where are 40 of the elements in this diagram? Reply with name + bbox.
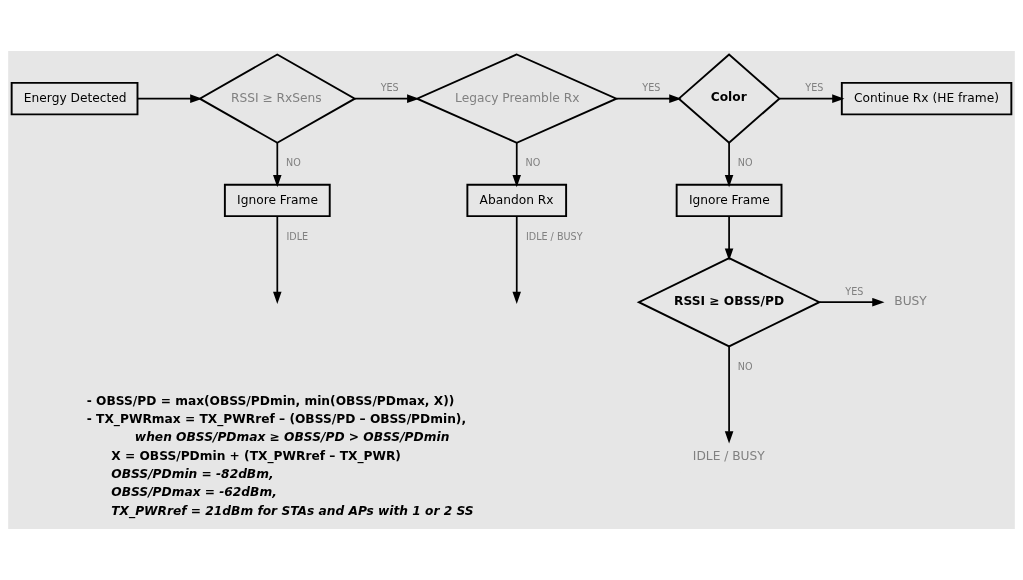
node-diamond: RSSI ≥ OBSS/PD xyxy=(636,257,822,348)
node-diamond: Legacy Preamble Rx xyxy=(414,53,619,144)
node-box: Ignore Frame xyxy=(675,183,783,218)
node-diamond: RSSI ≥ RxSens xyxy=(197,53,357,144)
arrow xyxy=(136,94,203,103)
edge-label: NO xyxy=(737,157,753,169)
edge-label: IDLE / BUSY xyxy=(525,230,583,242)
node-box: Energy Detected xyxy=(10,81,139,116)
label: - TX_PWRmax = TX_PWRref – (OBSS/PD – OBSS/PDmin), xyxy=(86,412,467,426)
node-box: Continue Rx (HE frame) xyxy=(840,81,1013,116)
edge-label: IDLE xyxy=(286,230,309,242)
label: OBSS/PDmax = -62dBm, xyxy=(111,485,277,500)
edge-label: YES xyxy=(805,82,824,94)
arrow xyxy=(724,141,734,188)
edge-label: NO xyxy=(286,157,301,169)
arrow xyxy=(778,94,845,103)
arrow xyxy=(273,215,282,304)
label: X = OBSS/PDmin + (TX_PWRref – TX_PWR) xyxy=(111,448,401,463)
label: - OBSS/PD = max(OBSS/PDmin, min(OBSS/PDmax, X)) xyxy=(86,393,455,408)
arrow xyxy=(724,345,734,444)
edge-label: YES xyxy=(380,82,399,94)
edge-label: YES xyxy=(642,82,661,94)
arrow xyxy=(724,215,734,261)
arrow xyxy=(354,94,420,103)
edge-label: NO xyxy=(737,360,753,372)
label: TX_PWRref = 21dBm for STAs and APs with 1 or 2 SS xyxy=(111,503,474,518)
arrow xyxy=(818,297,885,307)
node-box: Ignore Frame xyxy=(223,183,331,218)
node-diamond: Color xyxy=(677,53,781,145)
node-box: Abandon Rx xyxy=(466,183,568,218)
edge-label: NO xyxy=(525,157,541,169)
arrow xyxy=(512,141,522,188)
arrow xyxy=(512,215,522,304)
edge-label: YES xyxy=(845,286,864,298)
node-text: IDLE / BUSY xyxy=(692,449,765,464)
node-text: BUSY xyxy=(894,294,927,309)
label: OBSS/PDmin = -82dBm, xyxy=(111,467,274,482)
arrow xyxy=(273,141,282,188)
arrow xyxy=(615,94,682,103)
label: when OBSS/PDmax ≥ OBSS/PD > OBSS/PDmin xyxy=(134,430,450,445)
